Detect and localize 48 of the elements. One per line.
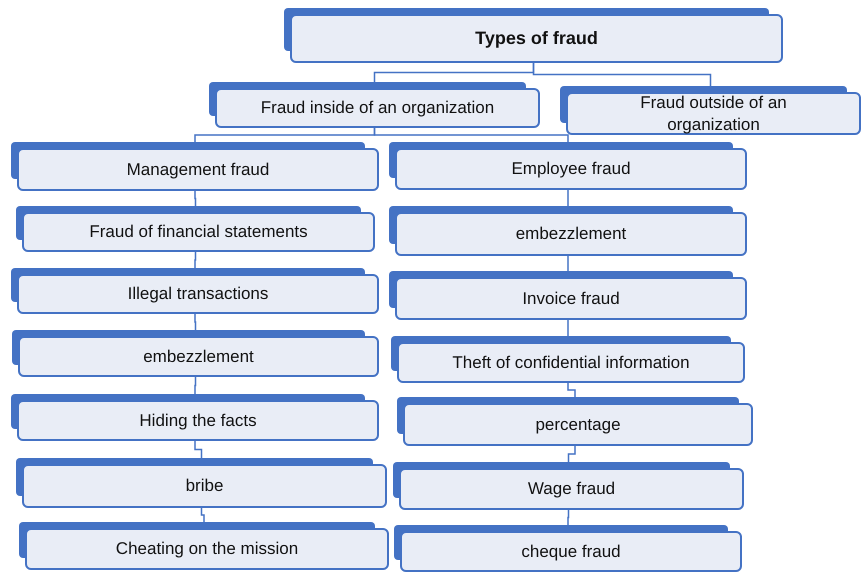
connector-line	[532, 63, 712, 86]
box-label: cheque fraud	[521, 540, 621, 562]
process-box	[12, 330, 379, 377]
process-box	[389, 206, 747, 256]
connector-line	[568, 446, 576, 462]
box-label: Cheating on the mission	[116, 538, 298, 560]
box-label: Fraud of financial statements	[89, 221, 308, 243]
connector-line	[194, 314, 196, 330]
connector-line	[567, 383, 576, 397]
box-label: Wage fraud	[528, 478, 616, 500]
connector-line	[194, 191, 196, 206]
box-label: Theft of confidential information	[452, 352, 690, 374]
box-label: embezzlement	[516, 223, 626, 245]
connector-line	[194, 377, 196, 394]
box-label: Types of fraud	[475, 27, 598, 50]
connector-line	[194, 252, 196, 268]
process-box	[284, 8, 783, 63]
process-box	[391, 336, 745, 383]
box-label: percentage	[535, 414, 621, 436]
box-label: Illegal transactions	[128, 283, 268, 305]
process-box	[11, 268, 379, 314]
process-box	[394, 525, 742, 572]
process-box	[393, 462, 744, 510]
box-label: Employee fraud	[511, 158, 631, 180]
box-label: Management fraud	[126, 158, 270, 180]
process-box	[11, 142, 379, 191]
process-box	[11, 394, 379, 441]
process-box	[16, 206, 375, 252]
connector-line	[567, 190, 569, 206]
connector-line	[200, 508, 205, 522]
connector-line	[567, 320, 569, 336]
box-label: bribe	[186, 475, 224, 497]
connector-line	[374, 128, 569, 142]
connector-line	[567, 256, 569, 271]
process-box	[209, 82, 540, 128]
box-label: Fraud outside of an organization	[639, 92, 788, 135]
process-box	[389, 271, 747, 320]
box-label: Invoice fraud	[522, 288, 620, 310]
process-box	[397, 397, 753, 446]
box-label: Fraud inside of an organization	[260, 97, 494, 119]
process-box	[560, 86, 861, 135]
box-label: Hiding the facts	[139, 410, 257, 432]
connector-line	[194, 441, 202, 458]
connector-line	[567, 510, 570, 525]
process-box	[19, 522, 389, 570]
box-label: embezzlement	[143, 346, 254, 368]
process-box	[16, 458, 387, 508]
process-box	[389, 142, 747, 190]
